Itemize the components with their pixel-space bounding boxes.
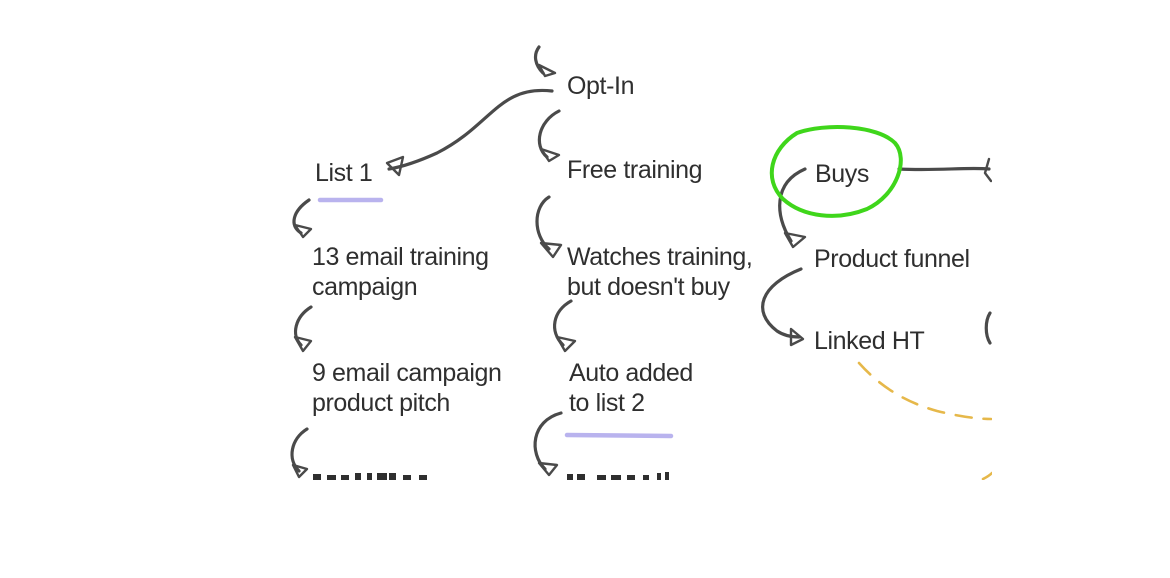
arrow-buys-to-right	[897, 166, 991, 172]
node-email-pitch-line-2: product pitch	[312, 389, 450, 417]
arrow-into-opt-in-head	[537, 63, 557, 78]
arrow-product-funnel-to-linked-ht	[761, 267, 803, 339]
arrow-opt-in-to-list-1-head	[385, 155, 405, 177]
arrow-buys-to-product-funnel-head	[783, 231, 807, 249]
node-product-funnel-line-1: Product funnel	[814, 245, 970, 273]
connector-layer	[290, 45, 992, 480]
node-buys: Buys	[815, 159, 869, 189]
node-free-training-line-1: Free training	[567, 156, 703, 184]
node-email-pitch: 9 email campaign product pitch	[312, 358, 502, 418]
arrow-list-1-to-email-training-head	[293, 223, 313, 239]
arrow-email-pitch-down	[290, 427, 309, 473]
arrow-buys-to-right-head	[983, 157, 992, 183]
arrow-right-edge-partial	[984, 311, 992, 345]
node-email-training: 13 email training campaign	[312, 242, 489, 302]
arrow-email-pitch-down-head	[291, 463, 309, 479]
node-auto-added: Auto added to list 2	[569, 358, 693, 418]
node-list-1-line-1: List 1	[315, 159, 373, 187]
node-list-1: List 1	[315, 158, 373, 188]
node-watches-training-line-1: Watches training,	[567, 243, 753, 271]
arrow-email-training-to-email-pitch-head	[293, 335, 313, 353]
flow-diagram-canvas: Opt-In List 1 Free training Buys 13 emai…	[277, 45, 992, 480]
arrow-auto-added-down-head	[537, 461, 559, 477]
cut-off-text-remnants	[313, 472, 669, 480]
list-2-underline	[564, 432, 674, 439]
arrow-free-training-to-watches	[535, 195, 551, 251]
arrow-opt-in-to-free-training-head	[539, 147, 561, 163]
arrow-free-training-to-watches-head	[539, 241, 563, 259]
node-watches-training: Watches training, but doesn't buy	[567, 242, 753, 302]
node-email-training-line-1: 13 email training	[312, 243, 489, 271]
node-linked-ht: Linked HT	[814, 326, 925, 356]
node-email-training-line-2: campaign	[312, 273, 418, 301]
node-watches-training-line-2: but doesn't buy	[567, 273, 730, 301]
node-product-funnel: Product funnel	[814, 244, 970, 274]
node-buys-line-1: Buys	[815, 160, 869, 188]
arrow-opt-in-to-list-1	[387, 88, 554, 171]
arrow-watches-to-auto-added-head	[555, 335, 577, 353]
arrow-product-funnel-to-linked-ht-head	[789, 327, 805, 347]
node-email-pitch-line-1: 9 email campaign	[312, 359, 502, 387]
dashed-curve	[857, 361, 992, 421]
node-auto-added-line-2: to list 2	[569, 389, 645, 417]
buys-highlight-circle	[769, 125, 903, 218]
node-auto-added-line-1: Auto added	[569, 359, 693, 387]
node-free-training: Free training	[567, 155, 703, 185]
arrow-auto-added-down	[533, 411, 563, 471]
node-opt-in-line-1: Opt-In	[567, 72, 635, 100]
node-linked-ht-line-1: Linked HT	[814, 327, 925, 355]
node-opt-in: Opt-In	[567, 71, 634, 101]
dashed-curve-tail	[981, 471, 992, 480]
